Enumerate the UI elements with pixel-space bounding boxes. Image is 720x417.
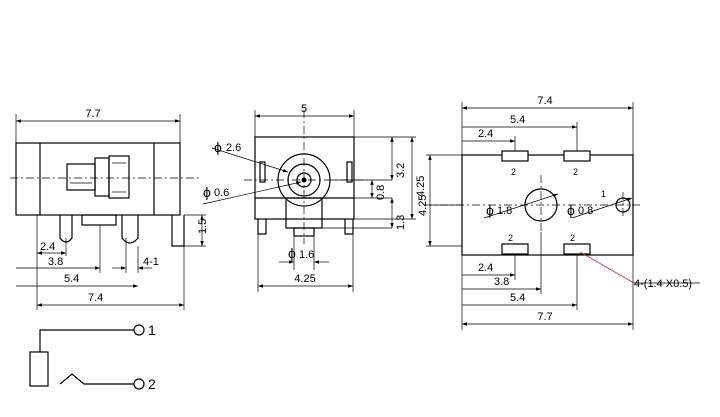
- front-dim-1-3: 1.3: [395, 215, 407, 230]
- front-body-outline: [254, 136, 355, 220]
- front-dim-4-25-bottom: 4.25: [294, 273, 315, 285]
- front-dim-4-25-right: 4.25: [415, 176, 427, 197]
- schematic-contact-body: [29, 351, 49, 387]
- side-dim-2-4: 2.4: [40, 241, 55, 253]
- top-dim-2-4-bottom: 2.4: [478, 262, 493, 274]
- top-dim-4-25: 4.25: [417, 195, 429, 216]
- top-dim-5-4-bottom: 5.4: [510, 292, 525, 304]
- pad-label-tl: 2: [511, 167, 516, 177]
- pad-size-note: 4-(1.4 X0.5): [634, 278, 692, 290]
- front-dim-phi-0-6: 0.6: [214, 187, 229, 199]
- pad-label-tr: 2: [573, 167, 578, 177]
- top-dim-2-4-top: 2.4: [478, 128, 493, 140]
- schematic-pin-1-terminal: [133, 324, 145, 336]
- top-dim-phi-0-8: 0.8: [578, 205, 593, 217]
- schematic-pin-1-label: 1: [148, 322, 156, 338]
- side-view: 7.7 2.4 3.8 4-1 5.4 7.4 1.5: [10, 108, 209, 310]
- top-phi-symbol-2: ϕ: [567, 202, 575, 218]
- top-dim-7-7: 7.7: [537, 311, 552, 323]
- side-width-top-dim: 7.7: [85, 108, 100, 120]
- top-dim-7-4: 7.4: [537, 95, 552, 107]
- side-dim-7-4: 7.4: [88, 292, 103, 304]
- front-dim-phi-1-6: 1.6: [299, 249, 314, 261]
- top-dim-phi-1-8: 1.8: [497, 205, 512, 217]
- pad-bottom-right: [563, 243, 591, 255]
- schematic-pin-2-terminal: [133, 378, 145, 390]
- side-dim-4-1: 4-1: [143, 256, 159, 268]
- side-dim-3-8: 3.8: [48, 256, 63, 268]
- pad-top-left: [501, 150, 529, 162]
- front-phi-symbol-1: ϕ: [214, 139, 222, 155]
- hole-pin-label-1: 1: [601, 189, 606, 199]
- top-dim-5-4-top: 5.4: [510, 114, 525, 126]
- side-dim-1-5: 1.5: [197, 219, 209, 234]
- front-dim-phi-2-6: 2.6: [226, 142, 241, 154]
- top-dim-3-8: 3.8: [494, 276, 509, 288]
- pin-schematic: 1 2: [29, 322, 156, 392]
- front-dim-3-2: 3.2: [395, 163, 407, 178]
- front-phi-symbol-2: ϕ: [203, 184, 211, 200]
- pad-label-br: 2: [570, 233, 575, 243]
- front-view: 5 ϕ 2.6 ϕ 0.6 3.2 0.8 1.3 4.25 ϕ 1.6: [202, 103, 427, 292]
- top-phi-symbol-1: ϕ: [486, 202, 494, 218]
- side-pin-body: [66, 163, 96, 191]
- top-view: 2 2 2 2 1 7.4 5.4 2.4 4.25 ϕ 1.8 ϕ 0.8: [417, 95, 700, 330]
- schematic-pin-2-label: 2: [148, 376, 156, 392]
- pad-top-right: [563, 150, 591, 162]
- front-dim-5: 5: [301, 103, 307, 115]
- pad-bottom-left: [501, 243, 529, 255]
- side-dim-5-4: 5.4: [64, 273, 79, 285]
- pad-label-bl: 2: [508, 233, 513, 243]
- front-dim-0-8: 0.8: [375, 185, 387, 200]
- front-phi-symbol-3: ϕ: [288, 245, 296, 261]
